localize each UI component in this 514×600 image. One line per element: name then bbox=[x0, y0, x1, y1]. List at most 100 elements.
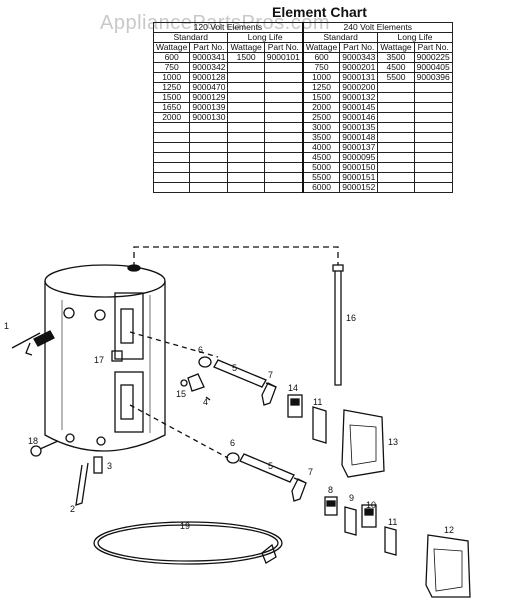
wattage-cell bbox=[152, 132, 191, 143]
part-no-cell bbox=[413, 152, 453, 163]
wattage-cell bbox=[377, 152, 415, 163]
element-chart-table: 120 Volt Elements 240 Volt Elements Stan… bbox=[152, 22, 453, 193]
part-no-cell bbox=[263, 172, 304, 183]
wattage-cell bbox=[377, 82, 415, 93]
dip-tube bbox=[332, 264, 344, 386]
callout-18: 18 bbox=[28, 436, 38, 446]
part-no-cell bbox=[413, 102, 453, 113]
part-no-cell: 9000470 bbox=[189, 82, 229, 93]
wattage-cell bbox=[152, 152, 191, 163]
part-no-cell: 9000396 bbox=[413, 72, 453, 83]
col-wattage: Wattage bbox=[227, 42, 265, 53]
callout-2: 2 bbox=[70, 504, 75, 514]
part-no-cell bbox=[189, 152, 229, 163]
callout-8: 8 bbox=[328, 485, 333, 495]
col-part-no: Part No. bbox=[189, 42, 229, 53]
wattage-cell bbox=[377, 182, 415, 193]
col-wattage: Wattage bbox=[377, 42, 415, 53]
wattage-cell: 2000 bbox=[152, 112, 191, 123]
wattage-cell bbox=[377, 102, 415, 113]
subheader-row: Standard Long Life Standard Long Life bbox=[152, 32, 453, 43]
wattage-cell: 1000 bbox=[301, 72, 341, 83]
wattage-cell bbox=[227, 172, 265, 183]
subheader-longlife-120: Long Life bbox=[227, 32, 304, 43]
col-wattage: Wattage bbox=[152, 42, 191, 53]
wattage-cell bbox=[227, 62, 265, 73]
part-no-cell bbox=[413, 122, 453, 133]
group-header-row: 120 Volt Elements 240 Volt Elements bbox=[152, 22, 453, 33]
water-heater-exploded-diagram: 1 2 3 4 5 5 6 6 7 7 8 9 10 11 11 12 13 1… bbox=[4, 246, 471, 598]
part-no-cell bbox=[189, 142, 229, 153]
part-no-cell bbox=[263, 92, 304, 103]
part-no-cell bbox=[263, 82, 304, 93]
wattage-cell bbox=[227, 142, 265, 153]
callout-3: 3 bbox=[107, 461, 112, 471]
subheader-standard-120: Standard bbox=[152, 32, 229, 43]
part-no-cell bbox=[263, 62, 304, 73]
part-no-cell bbox=[263, 182, 304, 193]
wattage-cell: 3500 bbox=[377, 52, 415, 63]
wattage-cell bbox=[227, 182, 265, 193]
part-no-cell: 9000148 bbox=[339, 132, 379, 143]
part-no-cell: 9000095 bbox=[339, 152, 379, 163]
part-no-cell bbox=[413, 92, 453, 103]
wattage-cell bbox=[377, 142, 415, 153]
col-wattage: Wattage bbox=[301, 42, 341, 53]
wattage-cell bbox=[227, 152, 265, 163]
wattage-cell: 600 bbox=[301, 52, 341, 63]
part-no-cell bbox=[189, 132, 229, 143]
part-no-cell: 9000200 bbox=[339, 82, 379, 93]
column-header-row: Wattage Part No. Wattage Part No. Wattag… bbox=[152, 42, 453, 53]
part-no-cell bbox=[263, 72, 304, 83]
wattage-cell bbox=[152, 172, 191, 183]
subheader-standard-240: Standard bbox=[301, 32, 379, 43]
wattage-cell: 5500 bbox=[301, 172, 341, 183]
part-no-cell bbox=[263, 112, 304, 123]
part-no-cell: 9000131 bbox=[339, 72, 379, 83]
wattage-cell bbox=[227, 112, 265, 123]
part-no-cell: 9000150 bbox=[339, 162, 379, 173]
part-no-cell bbox=[263, 122, 304, 133]
part-no-cell bbox=[263, 102, 304, 113]
wattage-cell bbox=[377, 162, 415, 173]
callout-5a: 5 bbox=[232, 363, 237, 373]
wattage-cell: 1000 bbox=[152, 72, 191, 83]
part-no-cell bbox=[189, 162, 229, 173]
part-no-cell: 9000152 bbox=[339, 182, 379, 193]
wattage-cell: 5500 bbox=[377, 72, 415, 83]
wattage-cell bbox=[227, 102, 265, 113]
part-no-cell: 9000341 bbox=[189, 52, 229, 63]
callout-14: 14 bbox=[288, 383, 298, 393]
part-no-cell bbox=[263, 142, 304, 153]
wattage-cell: 4000 bbox=[301, 142, 341, 153]
part-no-cell: 9000405 bbox=[413, 62, 453, 73]
subheader-longlife-240: Long Life bbox=[377, 32, 453, 43]
part-no-cell bbox=[189, 182, 229, 193]
callout-16: 16 bbox=[346, 313, 356, 323]
wattage-cell bbox=[152, 142, 191, 153]
part-no-cell bbox=[413, 162, 453, 173]
wattage-cell bbox=[227, 92, 265, 103]
part-no-cell bbox=[189, 172, 229, 183]
part-no-cell: 9000146 bbox=[339, 112, 379, 123]
callout-12: 12 bbox=[444, 525, 454, 535]
wattage-cell: 2500 bbox=[301, 112, 341, 123]
wattage-cell bbox=[377, 112, 415, 123]
wattage-cell bbox=[377, 92, 415, 103]
part-no-cell: 9000132 bbox=[339, 92, 379, 103]
part-no-cell: 9000145 bbox=[339, 102, 379, 113]
col-part-no: Part No. bbox=[339, 42, 379, 53]
part-no-cell: 9000130 bbox=[189, 112, 229, 123]
callout-6b: 6 bbox=[230, 438, 235, 448]
wattage-cell: 750 bbox=[152, 62, 191, 73]
wattage-cell: 4500 bbox=[301, 152, 341, 163]
wattage-cell: 4500 bbox=[377, 62, 415, 73]
wattage-cell bbox=[227, 82, 265, 93]
wattage-cell: 750 bbox=[301, 62, 341, 73]
